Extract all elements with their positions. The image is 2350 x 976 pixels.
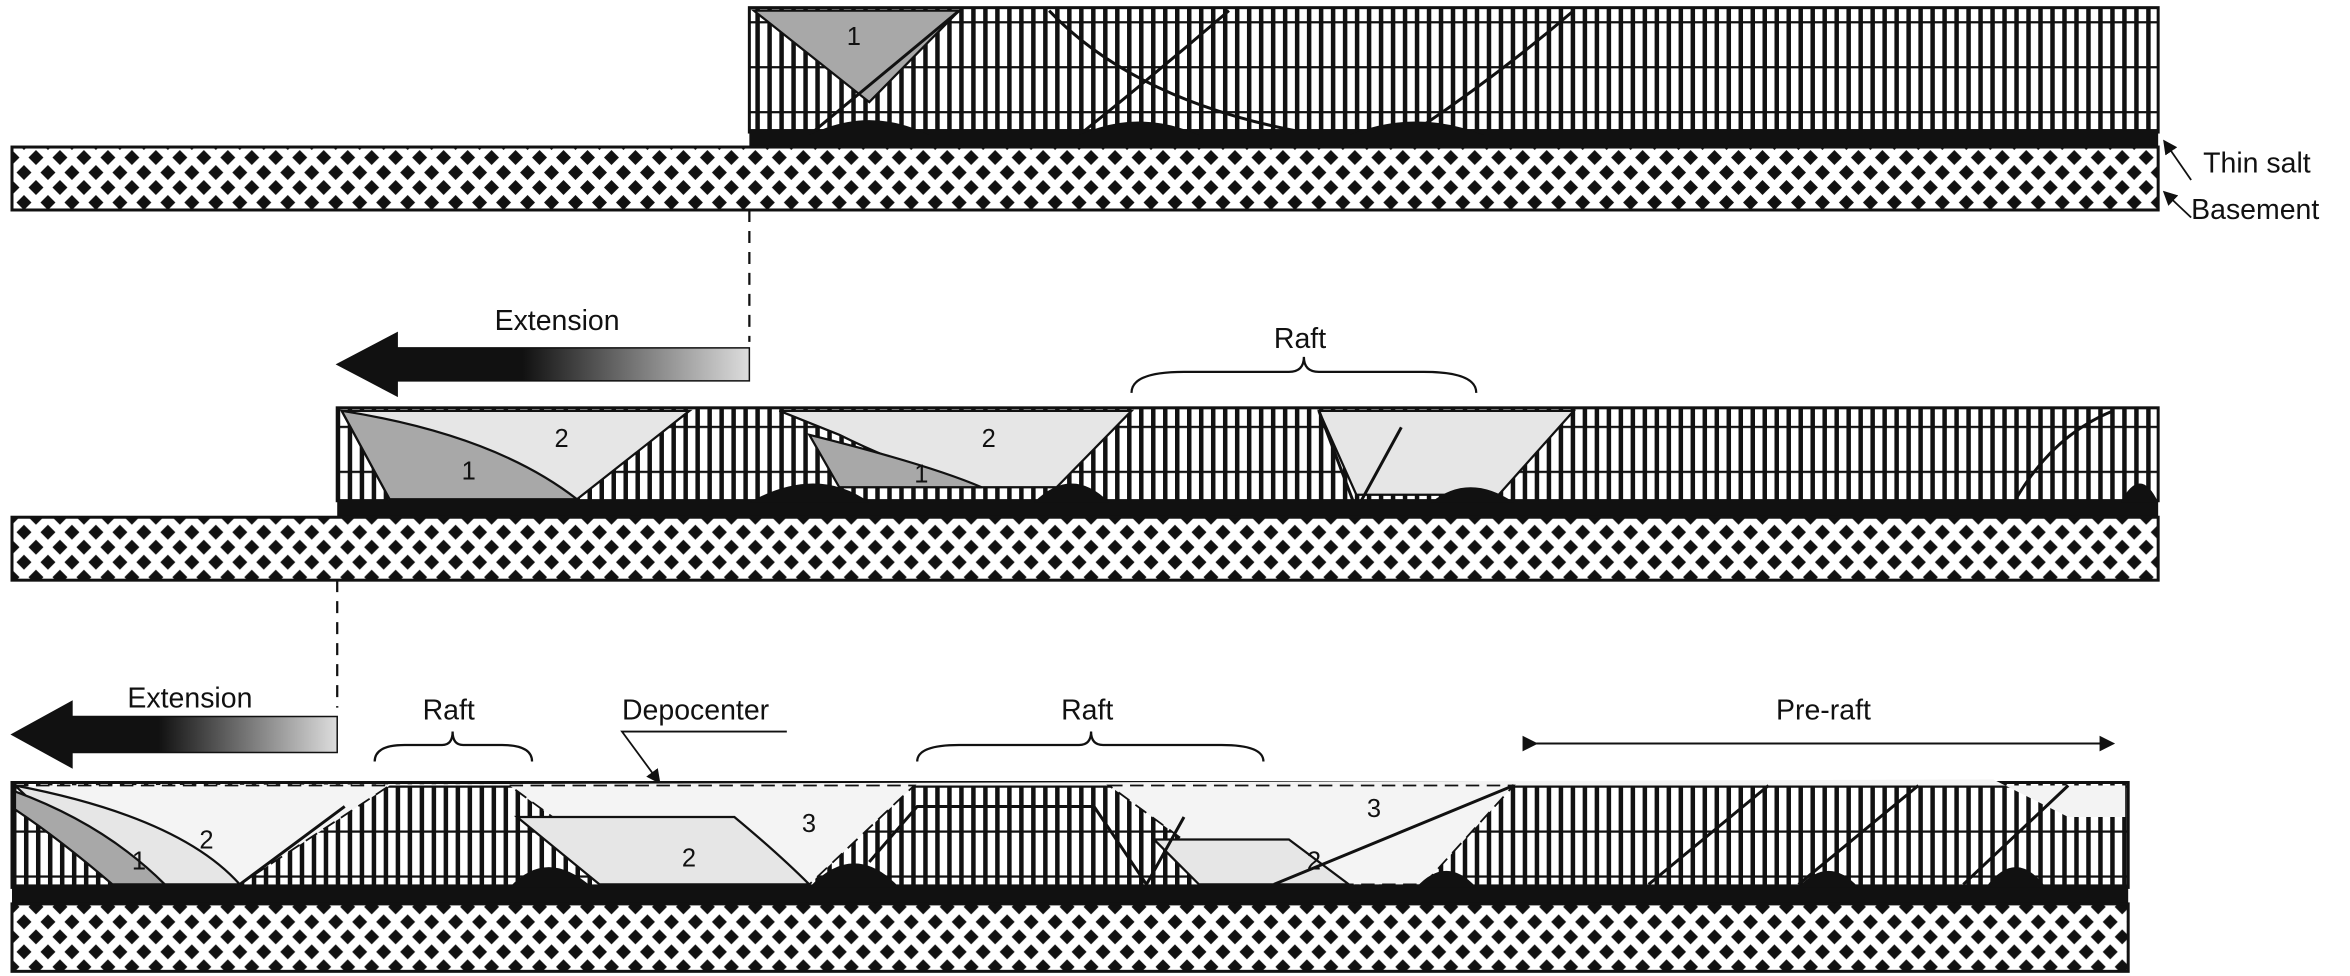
basement-layer [10,145,2160,212]
basement-label: Basement [2191,194,2319,226]
stage-number: 2 [555,425,569,453]
stage-number: 2 [682,844,696,872]
basin-fill-1 [807,433,983,489]
extension-arrow [10,700,338,769]
thin-salt-layer [11,884,2129,904]
extension-label: Extension [495,305,620,337]
stage-number: 1 [847,23,861,51]
stage-number: 1 [132,847,146,875]
stage-number: 1 [462,458,476,486]
salt-swell [809,120,1484,136]
stage-number: 2 [1307,847,1321,875]
fault-line [238,784,2070,886]
basement-leader [2162,190,2192,219]
depocenter-fill-3 [14,779,2126,817]
raft-label: Raft [1274,323,1326,355]
stage-number: 2 [199,826,213,854]
raft-label: Raft [423,695,475,727]
stage-number: 1 [914,461,928,489]
depocenter-label: Depocenter [622,695,769,727]
thin-salt-leader [2163,139,2192,181]
stage-number: 3 [1367,795,1381,823]
raft-label: Raft [1061,695,1113,727]
panel-initial-stage: 1 Thin salt Basement [10,6,2319,342]
raft-brace [916,731,1265,762]
stage-number: 2 [982,425,996,453]
basement-layer [10,515,2160,582]
extension-arrow [335,331,751,398]
extension-label: Extension [127,683,252,715]
fault-line [1317,410,1403,511]
stage-1-wedge [750,9,962,104]
thin-salt-layer [337,499,2159,518]
thin-salt-label: Thin salt [2203,148,2311,180]
fault-line [1407,9,1575,137]
stage-number: 3 [802,810,816,838]
salt-swell [749,483,2159,503]
raft-brace [373,731,534,762]
panel-intermediate-stage: Extension Raft 1 2 1 2 [10,305,2160,708]
raft-brace [1130,356,1478,393]
fault-line [1048,9,1320,137]
pre-raft-label: Pre-raft [1776,695,1871,727]
basin-fill-1 [339,409,581,501]
fault-line [2014,409,2114,500]
basement-layer [10,902,2130,973]
panel-final-stage: Extension Raft Depocenter Raft Pre-raft … [10,683,2130,973]
sediment-layer [747,6,2160,134]
fault-line [808,9,961,137]
depocenter-leader [620,730,787,784]
